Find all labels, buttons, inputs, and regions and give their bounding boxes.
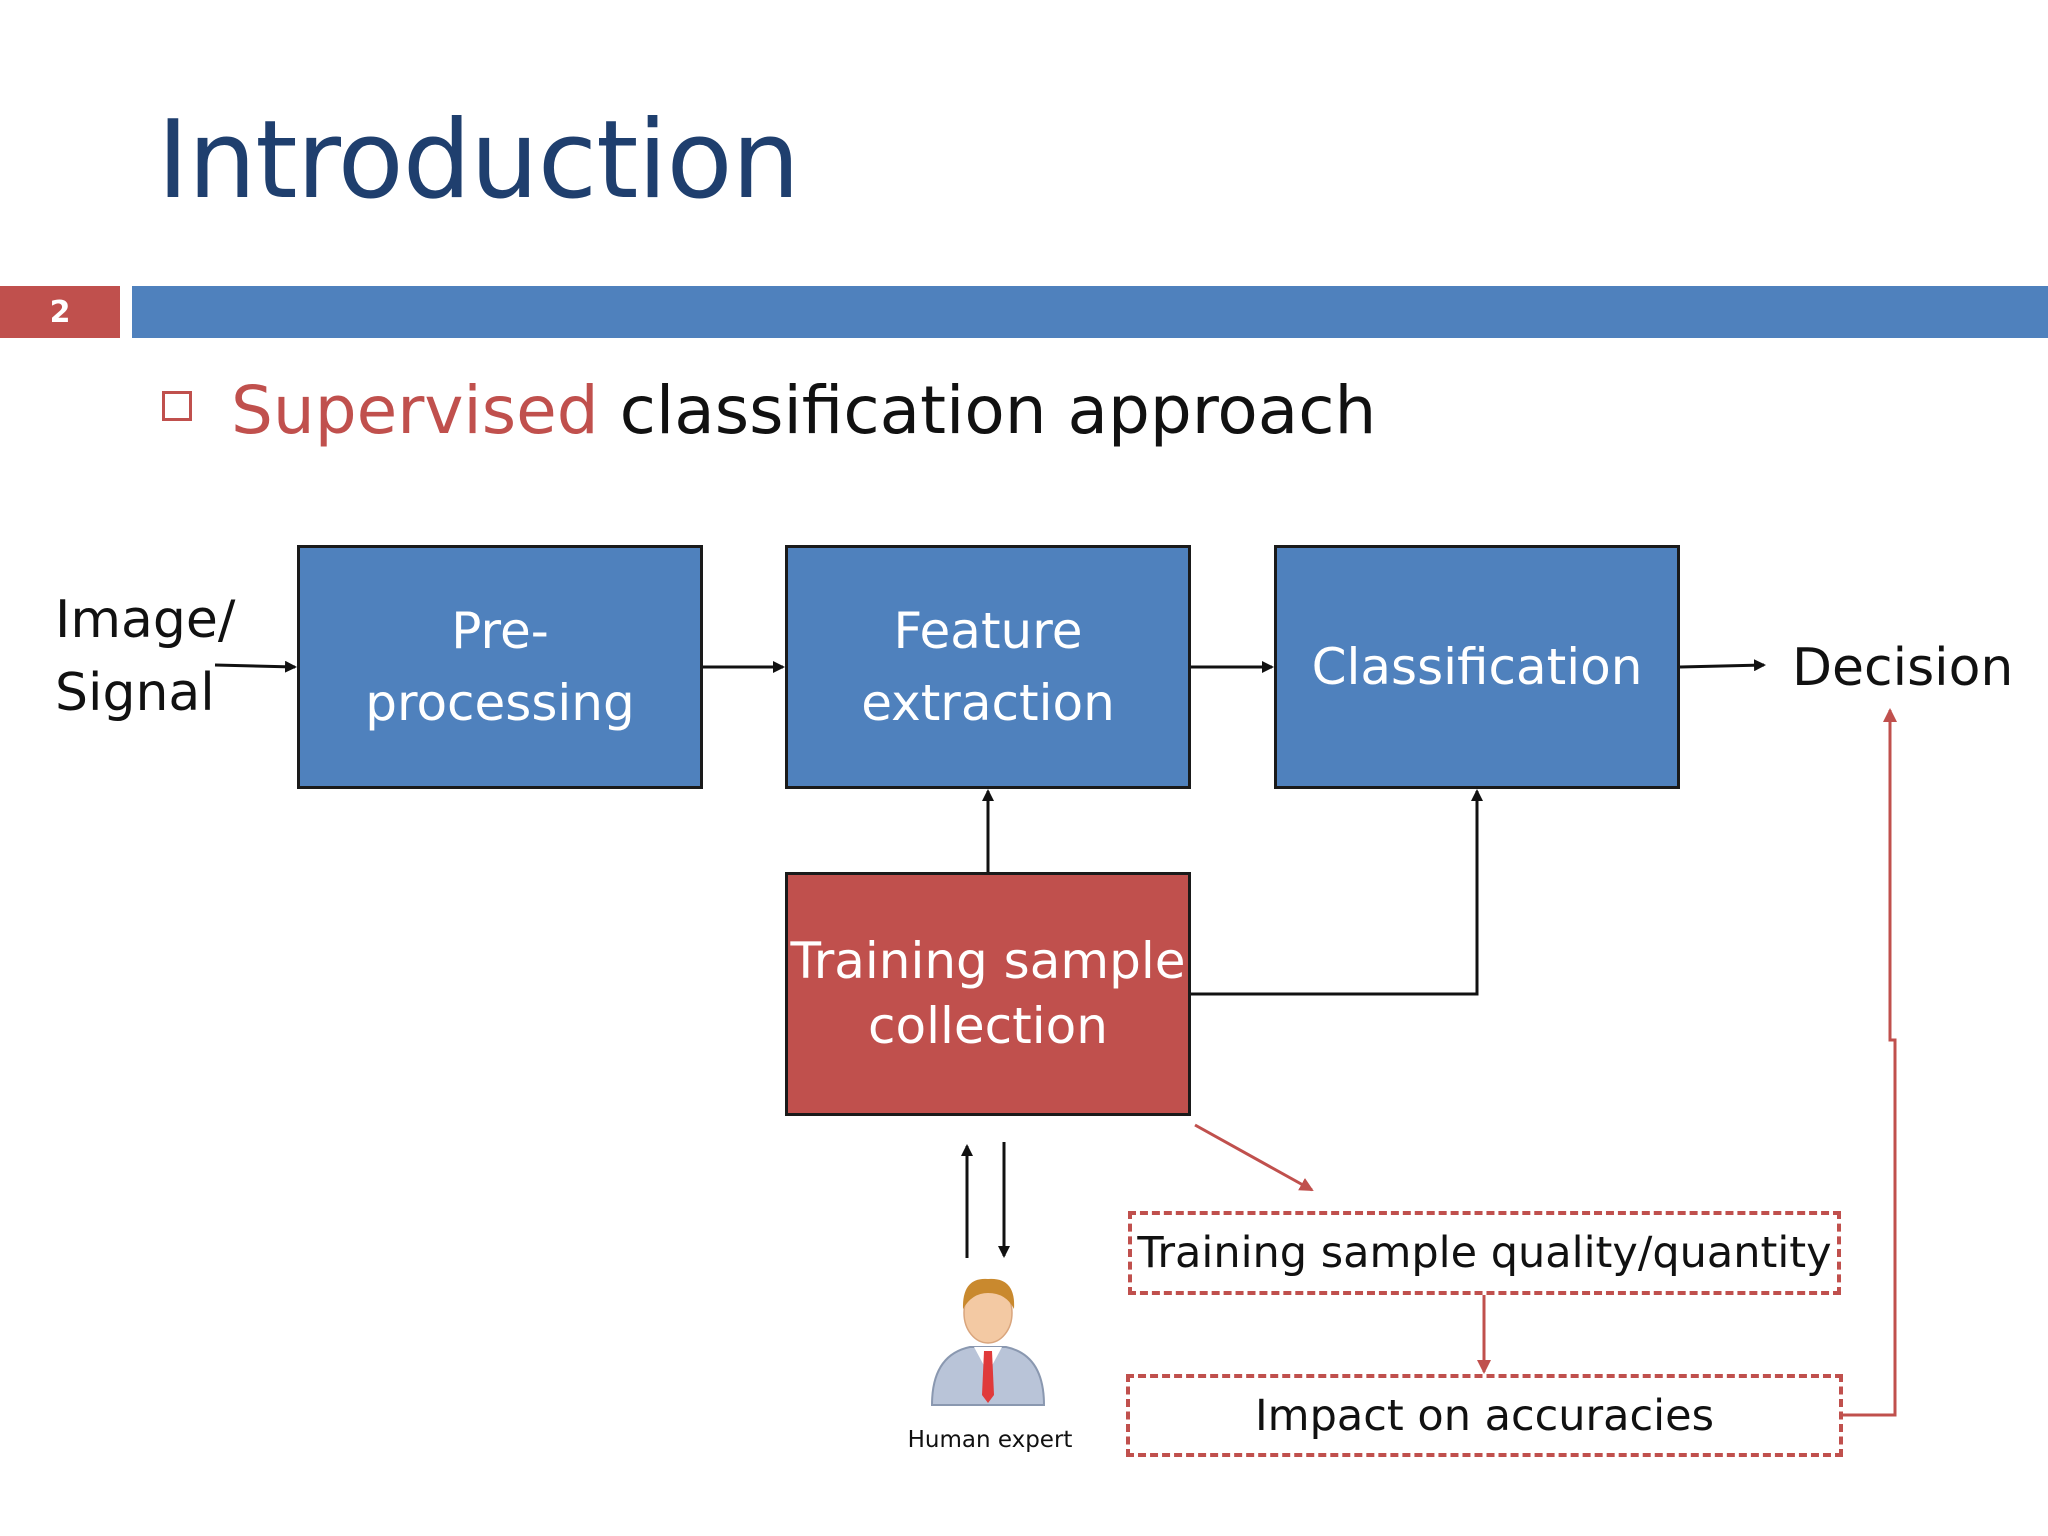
arrow-input-to-preprocessing: [214, 660, 297, 673]
preprocessing-line-2: processing: [365, 674, 635, 732]
person-icon: [930, 1278, 1046, 1406]
feature-extraction-box: Feature extraction: [785, 545, 1191, 789]
training-sample-line-2: collection: [868, 997, 1108, 1055]
quality-quantity-box: Training sample quality/quantity: [1128, 1211, 1841, 1295]
slide-title: Introduction: [157, 98, 800, 223]
input-label-line-2: Signal: [55, 662, 215, 723]
human-expert-label: Human expert: [907, 1427, 1073, 1453]
bullet-text: Supervised classification approach: [231, 372, 1376, 449]
arrow-training-to-classification: [1191, 789, 1483, 996]
arrow-training-to-quality: [1194, 1123, 1314, 1192]
feature-extraction-line-1: Feature: [893, 601, 1083, 660]
preprocessing-box: Pre- processing: [297, 545, 703, 789]
arrow-impact-to-decision: [1843, 708, 1897, 1417]
training-sample-box: Training sample collection: [785, 872, 1191, 1116]
page-number: 2: [0, 286, 120, 338]
input-label-line-1: Image/: [55, 590, 236, 650]
classification-line-1: Classification: [1311, 637, 1643, 696]
feature-extraction-line-2: extraction: [861, 674, 1115, 732]
input-label: Image/ Signal: [55, 584, 235, 730]
impact-accuracies-box: Impact on accuracies: [1126, 1374, 1843, 1457]
training-sample-line-1: Training sample: [790, 932, 1186, 990]
bullet-rest: classification approach: [598, 372, 1377, 449]
bullet-square-icon: [162, 391, 192, 421]
bullet-highlight: Supervised: [231, 372, 599, 449]
output-label: Decision: [1792, 638, 2014, 698]
classification-box: Classification: [1274, 545, 1680, 789]
header-rule: [132, 286, 2048, 338]
preprocessing-line-1: Pre-: [451, 601, 549, 660]
arrow-classification-to-decision: [1679, 659, 1766, 672]
